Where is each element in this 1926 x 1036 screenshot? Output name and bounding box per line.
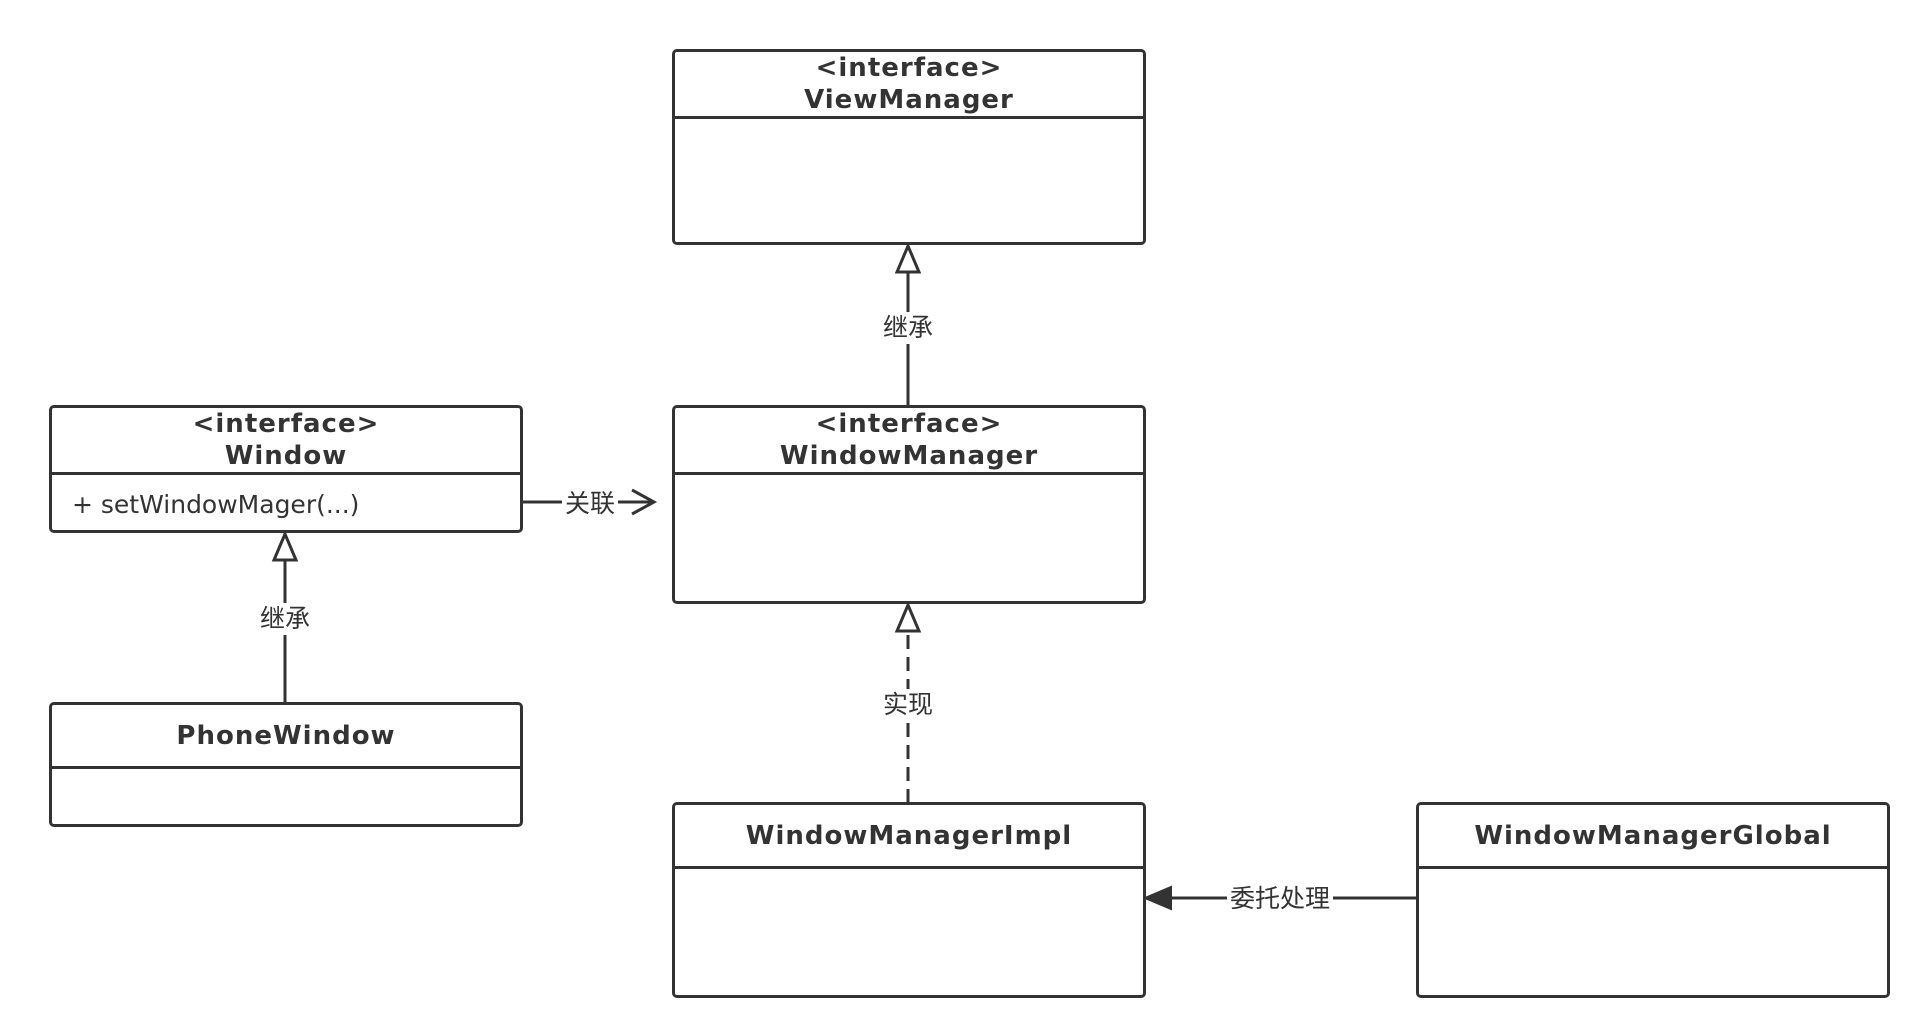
label-realization: 实现: [879, 689, 937, 721]
label-association: 关联: [561, 488, 619, 520]
label-delegation: 委托处理: [1226, 883, 1334, 915]
class-header: WindowManagerGlobal: [1419, 805, 1887, 869]
label-inheritance-phonewindow: 继承: [256, 603, 314, 635]
class-windowmanagerimpl[interactable]: WindowManagerImpl: [672, 802, 1146, 998]
class-header: <interface> Window: [52, 408, 520, 475]
class-body: [675, 869, 1143, 995]
class-header: PhoneWindow: [52, 705, 520, 769]
class-windowmanager[interactable]: <interface> WindowManager: [672, 405, 1146, 604]
method-setwindowmager: + setWindowMager(...): [72, 490, 360, 519]
stereotype-label: <interface>: [815, 409, 1003, 439]
stereotype-label: <interface>: [815, 53, 1003, 83]
label-inheritance-windowmanager: 继承: [879, 312, 937, 344]
filled-triangle-arrowhead: [1142, 885, 1172, 911]
class-name: Window: [224, 441, 348, 471]
class-viewmanager[interactable]: <interface> ViewManager: [672, 49, 1146, 245]
class-body: [675, 119, 1143, 242]
class-phonewindow[interactable]: PhoneWindow: [49, 702, 523, 827]
realization-edge-impl-windowmanager: [894, 601, 922, 803]
class-body: [52, 769, 520, 824]
class-header: <interface> WindowManager: [675, 408, 1143, 475]
class-body: + setWindowMager(...): [52, 475, 520, 531]
class-header: WindowManagerImpl: [675, 805, 1143, 869]
class-body: [675, 475, 1143, 601]
class-windowmanagerglobal[interactable]: WindowManagerGlobal: [1416, 802, 1890, 998]
class-body: [1419, 869, 1887, 995]
open-arrowhead: [631, 488, 658, 516]
class-name: PhoneWindow: [176, 720, 396, 751]
class-name: WindowManagerGlobal: [1474, 820, 1832, 851]
stereotype-label: <interface>: [192, 409, 380, 439]
hollow-triangle-arrowhead: [894, 601, 922, 633]
class-name: WindowManagerImpl: [745, 820, 1073, 851]
class-window[interactable]: <interface> Window + setWindowMager(...): [49, 405, 523, 533]
class-header: <interface> ViewManager: [675, 52, 1143, 119]
hollow-triangle-arrowhead: [894, 242, 922, 274]
class-name: ViewManager: [804, 85, 1014, 115]
class-name: WindowManager: [779, 441, 1039, 471]
hollow-triangle-arrowhead: [271, 530, 299, 562]
